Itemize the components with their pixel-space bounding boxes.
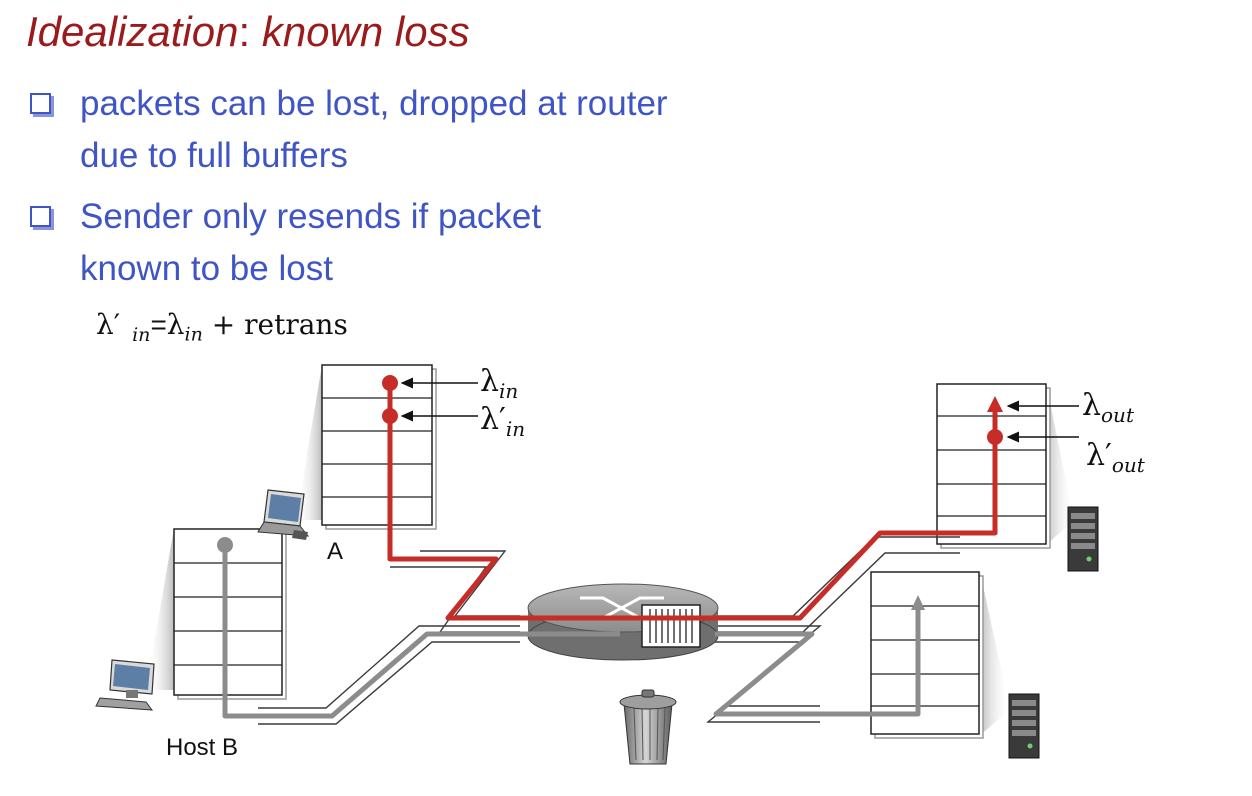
- lambda-out-label: λout: [1082, 388, 1134, 427]
- bullet-2-text: Sender only resends if packet known to b…: [80, 197, 542, 288]
- lambda-out-prime-symbol: λ′: [1086, 438, 1112, 473]
- server-icon: [1067, 506, 1099, 572]
- label-arrows: [400, 377, 1079, 443]
- title-part2: known loss: [250, 8, 470, 55]
- host-a-red-path: [382, 375, 1003, 621]
- host-a-buffer: [296, 364, 437, 530]
- receiver-gray-path: [713, 595, 925, 717]
- bullet-box-icon: [30, 206, 51, 227]
- lambda-in-label: λin: [480, 364, 518, 403]
- eq-lhs-symbol: λ′: [96, 308, 121, 341]
- lambda-out-symbol: λ: [1082, 388, 1102, 423]
- bullet-1-text: packets can be lost, dropped at router d…: [80, 84, 668, 175]
- eq-rhs-rest: + retrans: [202, 308, 348, 341]
- retrans-equation: λ′in=λin + retrans: [96, 308, 348, 346]
- lambda-out-prime-sub: out: [1111, 453, 1145, 477]
- eq-equals: =: [150, 309, 167, 340]
- host-b-buffer: [146, 528, 287, 700]
- host-b-gray-path: [217, 537, 620, 719]
- lambda-in-prime-sub: in: [505, 417, 526, 441]
- title-part1: Idealization: [26, 8, 239, 55]
- trash-can-icon: [619, 689, 677, 765]
- lambda-out-prime-label: λ′out: [1086, 438, 1145, 477]
- host-a-label: A: [327, 538, 344, 565]
- lambda-in-sub: in: [499, 379, 519, 403]
- server-icon: [1008, 693, 1040, 759]
- eq-rhs-symbol: λ: [166, 308, 185, 341]
- router-icon: [527, 583, 719, 661]
- laptop-icon: [257, 489, 310, 540]
- host-b-label: Host B: [166, 734, 239, 761]
- lambda-in-prime-symbol: λ′: [480, 402, 506, 437]
- eq-lhs-sub: in: [132, 323, 151, 346]
- receiver-bottom-buffer: [870, 571, 1010, 739]
- eq-rhs-sub: in: [184, 323, 203, 346]
- desktop-computer-icon: [95, 659, 155, 711]
- bullet-box-icon: [30, 93, 51, 114]
- slide-title: Idealization: known loss: [26, 8, 470, 56]
- lambda-in-symbol: λ: [480, 364, 500, 399]
- lambda-out-sub: out: [1101, 403, 1134, 427]
- receiver-top-buffer: [936, 383, 1074, 549]
- title-colon: :: [238, 8, 251, 55]
- lambda-in-prime-label: λ′in: [480, 402, 525, 441]
